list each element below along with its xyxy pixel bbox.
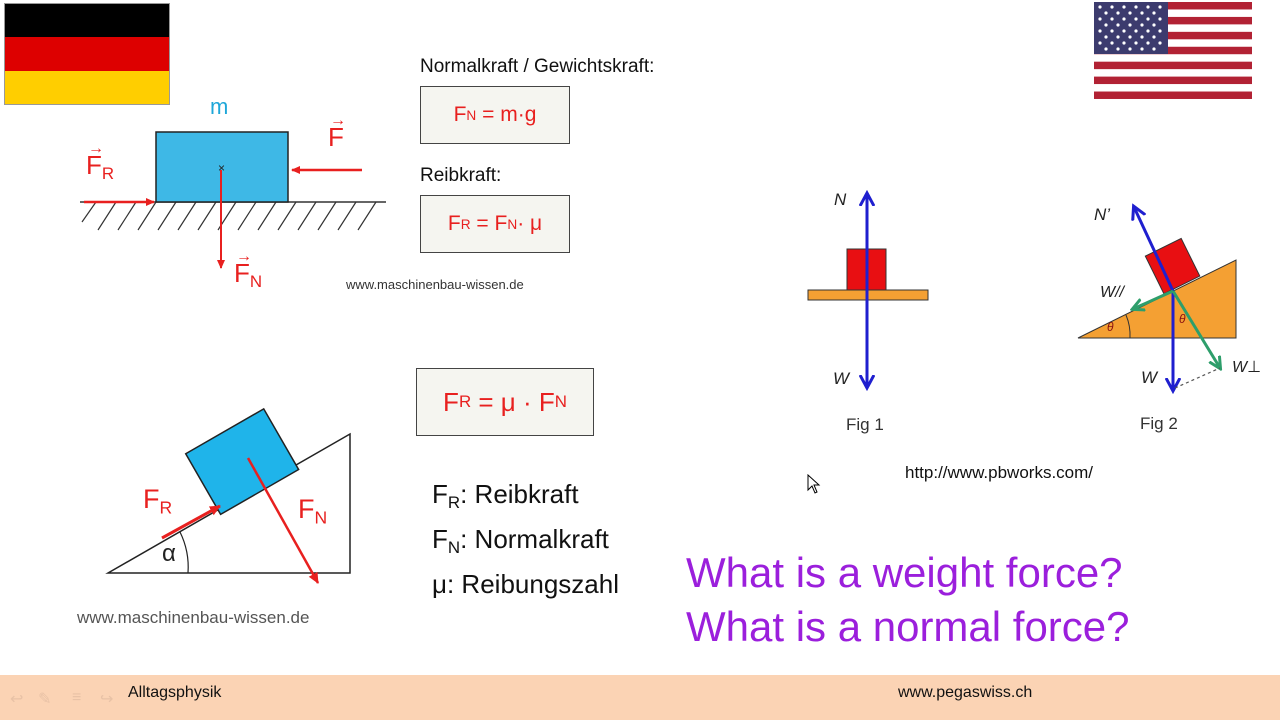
question-normal-force: What is a normal force? xyxy=(686,603,1130,650)
german-flag xyxy=(4,3,170,105)
legend-line-mu: μ: Reibungszahl xyxy=(432,569,619,600)
menu-icon[interactable]: ≡ xyxy=(72,689,82,706)
footer-title: Alltagsphysik xyxy=(128,684,222,701)
fig2-theta-right: θ xyxy=(1179,312,1186,326)
mass-label: m xyxy=(210,94,229,119)
friction-label: Reibkraft: xyxy=(420,165,502,186)
legend-line-friction: FR: Reibkraft xyxy=(432,479,579,513)
fig2-caption: Fig 2 xyxy=(1140,414,1178,433)
fig2-wperp-label: W⊥ xyxy=(1232,359,1262,376)
fig1-caption: Fig 1 xyxy=(846,415,884,434)
question-weight-force: What is a weight force? xyxy=(686,549,1123,596)
fig1-diagram xyxy=(807,180,929,400)
fig2-theta-left: θ xyxy=(1107,320,1114,334)
fig1-w-label: W xyxy=(833,369,850,388)
forward-icon[interactable]: ↪ xyxy=(100,691,114,708)
normal-force-label-2: FN xyxy=(298,494,328,528)
normal-weight-label: Normalkraft / Gewichtskraft: xyxy=(420,56,655,77)
fig2-red-block xyxy=(1144,237,1201,295)
friction-force-label-2: FR xyxy=(143,484,173,518)
svg-text:×: × xyxy=(218,161,225,175)
friction-force-label-1: →FR xyxy=(86,140,115,184)
legend: FR: Reibkraft FN: Normalkraft μ: Reibung… xyxy=(432,476,619,602)
normal-force-label-1: →FN xyxy=(234,248,263,292)
fig2-diagram xyxy=(1077,195,1237,395)
footer-bar: ↩ ✎ ≡ ↪ Alltagsphysik www.pegaswiss.ch xyxy=(0,675,1280,720)
us-flag xyxy=(1094,2,1252,99)
source-label-2: www.maschinenbau-wissen.de xyxy=(77,608,310,627)
pbworks-url: http://www.pbworks.com/ xyxy=(905,463,1094,482)
applied-force-label: →F xyxy=(328,112,346,152)
fig2-w-label: W xyxy=(1141,368,1158,387)
fig2-n-label: N’ xyxy=(1094,205,1111,224)
alpha-label: α xyxy=(162,540,176,567)
incline-diagram xyxy=(105,407,351,584)
pen-icon[interactable]: ✎ xyxy=(38,691,52,708)
fig2-wpar-label: W// xyxy=(1100,284,1124,301)
incline-block xyxy=(184,407,300,516)
source-label-1: www.maschinenbau-wissen.de xyxy=(346,277,524,292)
mouse-cursor-icon xyxy=(807,474,821,494)
legend-line-normal: FN: Normalkraft xyxy=(432,524,609,558)
back-icon[interactable]: ↩ xyxy=(10,691,24,708)
footer-website: www.pegaswiss.ch xyxy=(898,684,1033,701)
horizontal-block-diagram: × xyxy=(80,131,386,269)
fig1-n-label: N xyxy=(834,190,847,209)
